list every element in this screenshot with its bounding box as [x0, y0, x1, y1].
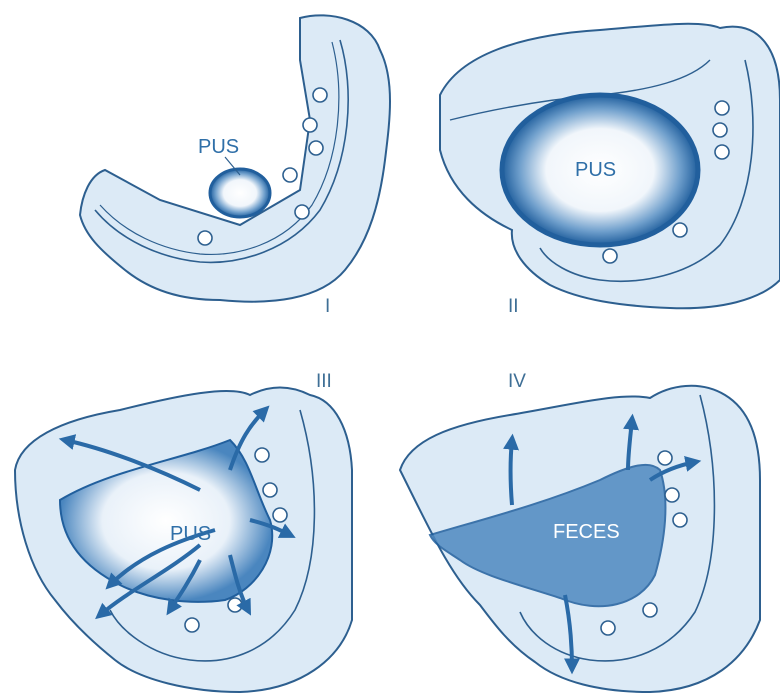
pus-label: PUS [198, 136, 239, 158]
feces-label: FECES [553, 521, 620, 543]
colon-wall [80, 15, 390, 301]
pus-label: PUS [575, 159, 616, 181]
panel-iii: PUS III [15, 371, 352, 692]
panel-iv: FECES IV [400, 371, 760, 692]
pus-label: PUS [170, 523, 211, 545]
panel-numeral: II [508, 296, 519, 317]
pus-abscess [210, 169, 270, 217]
panel-ii: PUS II [440, 24, 780, 317]
panel-numeral: I [325, 296, 330, 317]
panel-numeral: IV [508, 371, 526, 392]
panel-i: PUS I [80, 15, 390, 317]
panel-numeral: III [316, 371, 332, 392]
